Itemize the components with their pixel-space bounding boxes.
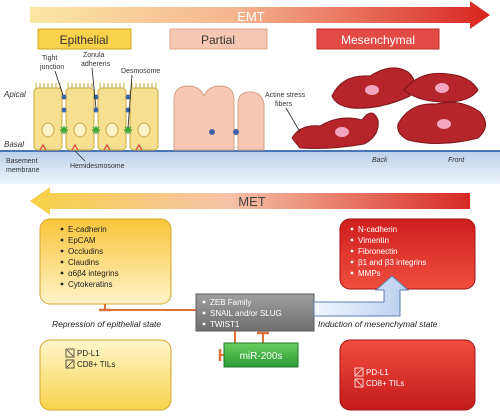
mesenchymal-marker-item: MMPs [358,269,381,278]
zonula-label-2: adherens [81,61,111,68]
immune-right-box: PD-L1 CD8+ TILs [339,339,476,411]
immune-right-pdl1: PD-L1 [366,368,389,377]
mesenchymal-marker-bullet [350,260,354,264]
basement-label-2: membrane [6,167,40,174]
state-partial-label: Partial [201,33,235,47]
mesenchymal-marker-item: Fibronectin [358,247,398,256]
desmosome-label: Desmosome [121,68,160,75]
state-mesenchymal-label: Mesenchymal [341,33,415,47]
mesenchymal-cells [291,67,486,149]
actin-label-1: Actine stress [265,92,306,99]
epithelial-marker-item: E-cadherin [68,225,107,234]
state-epithelial: Epithelial [37,28,132,50]
mesenchymal-marker-bullet [350,249,354,253]
epithelial-marker-bullet [60,282,64,286]
epithelial-marker-item: α6β4 integrins [68,269,119,278]
mesenchymal-marker-item: Vimentin [358,236,389,245]
induction-arrow [313,275,410,317]
state-mesenchymal: Mesenchymal [316,28,440,50]
epithelial-cells [33,83,159,151]
epithelial-marker-bullet [60,260,64,264]
mesenchymal-marker-bullet [350,238,354,242]
cd8-right-row: CD8+ TILs [354,378,404,388]
mirna-box: miR-200s [223,342,299,368]
cd8-left-row: CD8+ TILs [65,359,115,369]
transcription-factor-bullet [202,300,206,304]
basal-label: Basal [4,140,24,149]
transcription-factor-item: TWIST1 [210,320,240,329]
met-arrow: MET [30,187,470,215]
epithelial-marker-bullet [60,227,64,231]
tight-junction-label-2: junction [39,64,64,71]
epithelial-marker-item: Cytokeratins [68,280,112,289]
epithelial-marker-bullet [60,271,64,275]
state-epithelial-label: Epithelial [60,33,109,47]
immune-right-cd8: CD8+ TILs [366,379,404,388]
partial-cells [173,85,265,151]
hemidesmosome-label: Hemidesmosome [70,163,125,170]
mesenchymal-marker-item: β1 and β3 integrins [358,258,426,267]
epithelial-marker-item: EpCAM [68,236,96,245]
apical-label: Apical [3,90,26,99]
actin-label-2: fibers [275,101,293,108]
transcription-factor-bullet [202,311,206,315]
emt-arrow: EMT [30,1,490,29]
emt-label: EMT [237,9,265,24]
pdl1-left-row: PD-L1 [65,348,100,358]
back-label: Back [372,157,388,164]
mesenchymal-marker-item: N-cadherin [358,225,397,234]
immune-left-cd8: CD8+ TILs [77,360,115,369]
immune-left-box: PD-L1 CD8+ TILs [39,339,172,411]
repression-label: Repression of epithelial state [52,319,161,329]
epithelial-marker-item: Occludins [68,247,103,256]
state-partial: Partial [169,28,268,50]
zonula-label-1: Zonula [83,52,105,59]
pdl1-right-row: PD-L1 [354,367,389,377]
induction-label: Induction of mesenchymal state [318,319,438,329]
mirna-label: miR-200s [240,351,283,362]
mesenchymal-marker-bullet [350,227,354,231]
transcription-factor-item: SNAIL and/or SLUG [210,309,282,318]
met-label: MET [238,194,266,209]
immune-left-pdl1: PD-L1 [77,349,100,358]
epithelial-marker-bullet [60,249,64,253]
front-label: Front [448,157,465,164]
transcription-factor-item: ZEB Family [210,298,251,307]
basement-band [0,150,500,184]
transcription-factor-bullet [202,322,206,326]
mesenchymal-marker-bullet [350,271,354,275]
basement-label-1: Basement [6,158,38,165]
epithelial-marker-bullet [60,238,64,242]
epithelial-marker-item: Claudins [68,258,99,267]
tight-junction-label-1: Tight [42,55,57,62]
